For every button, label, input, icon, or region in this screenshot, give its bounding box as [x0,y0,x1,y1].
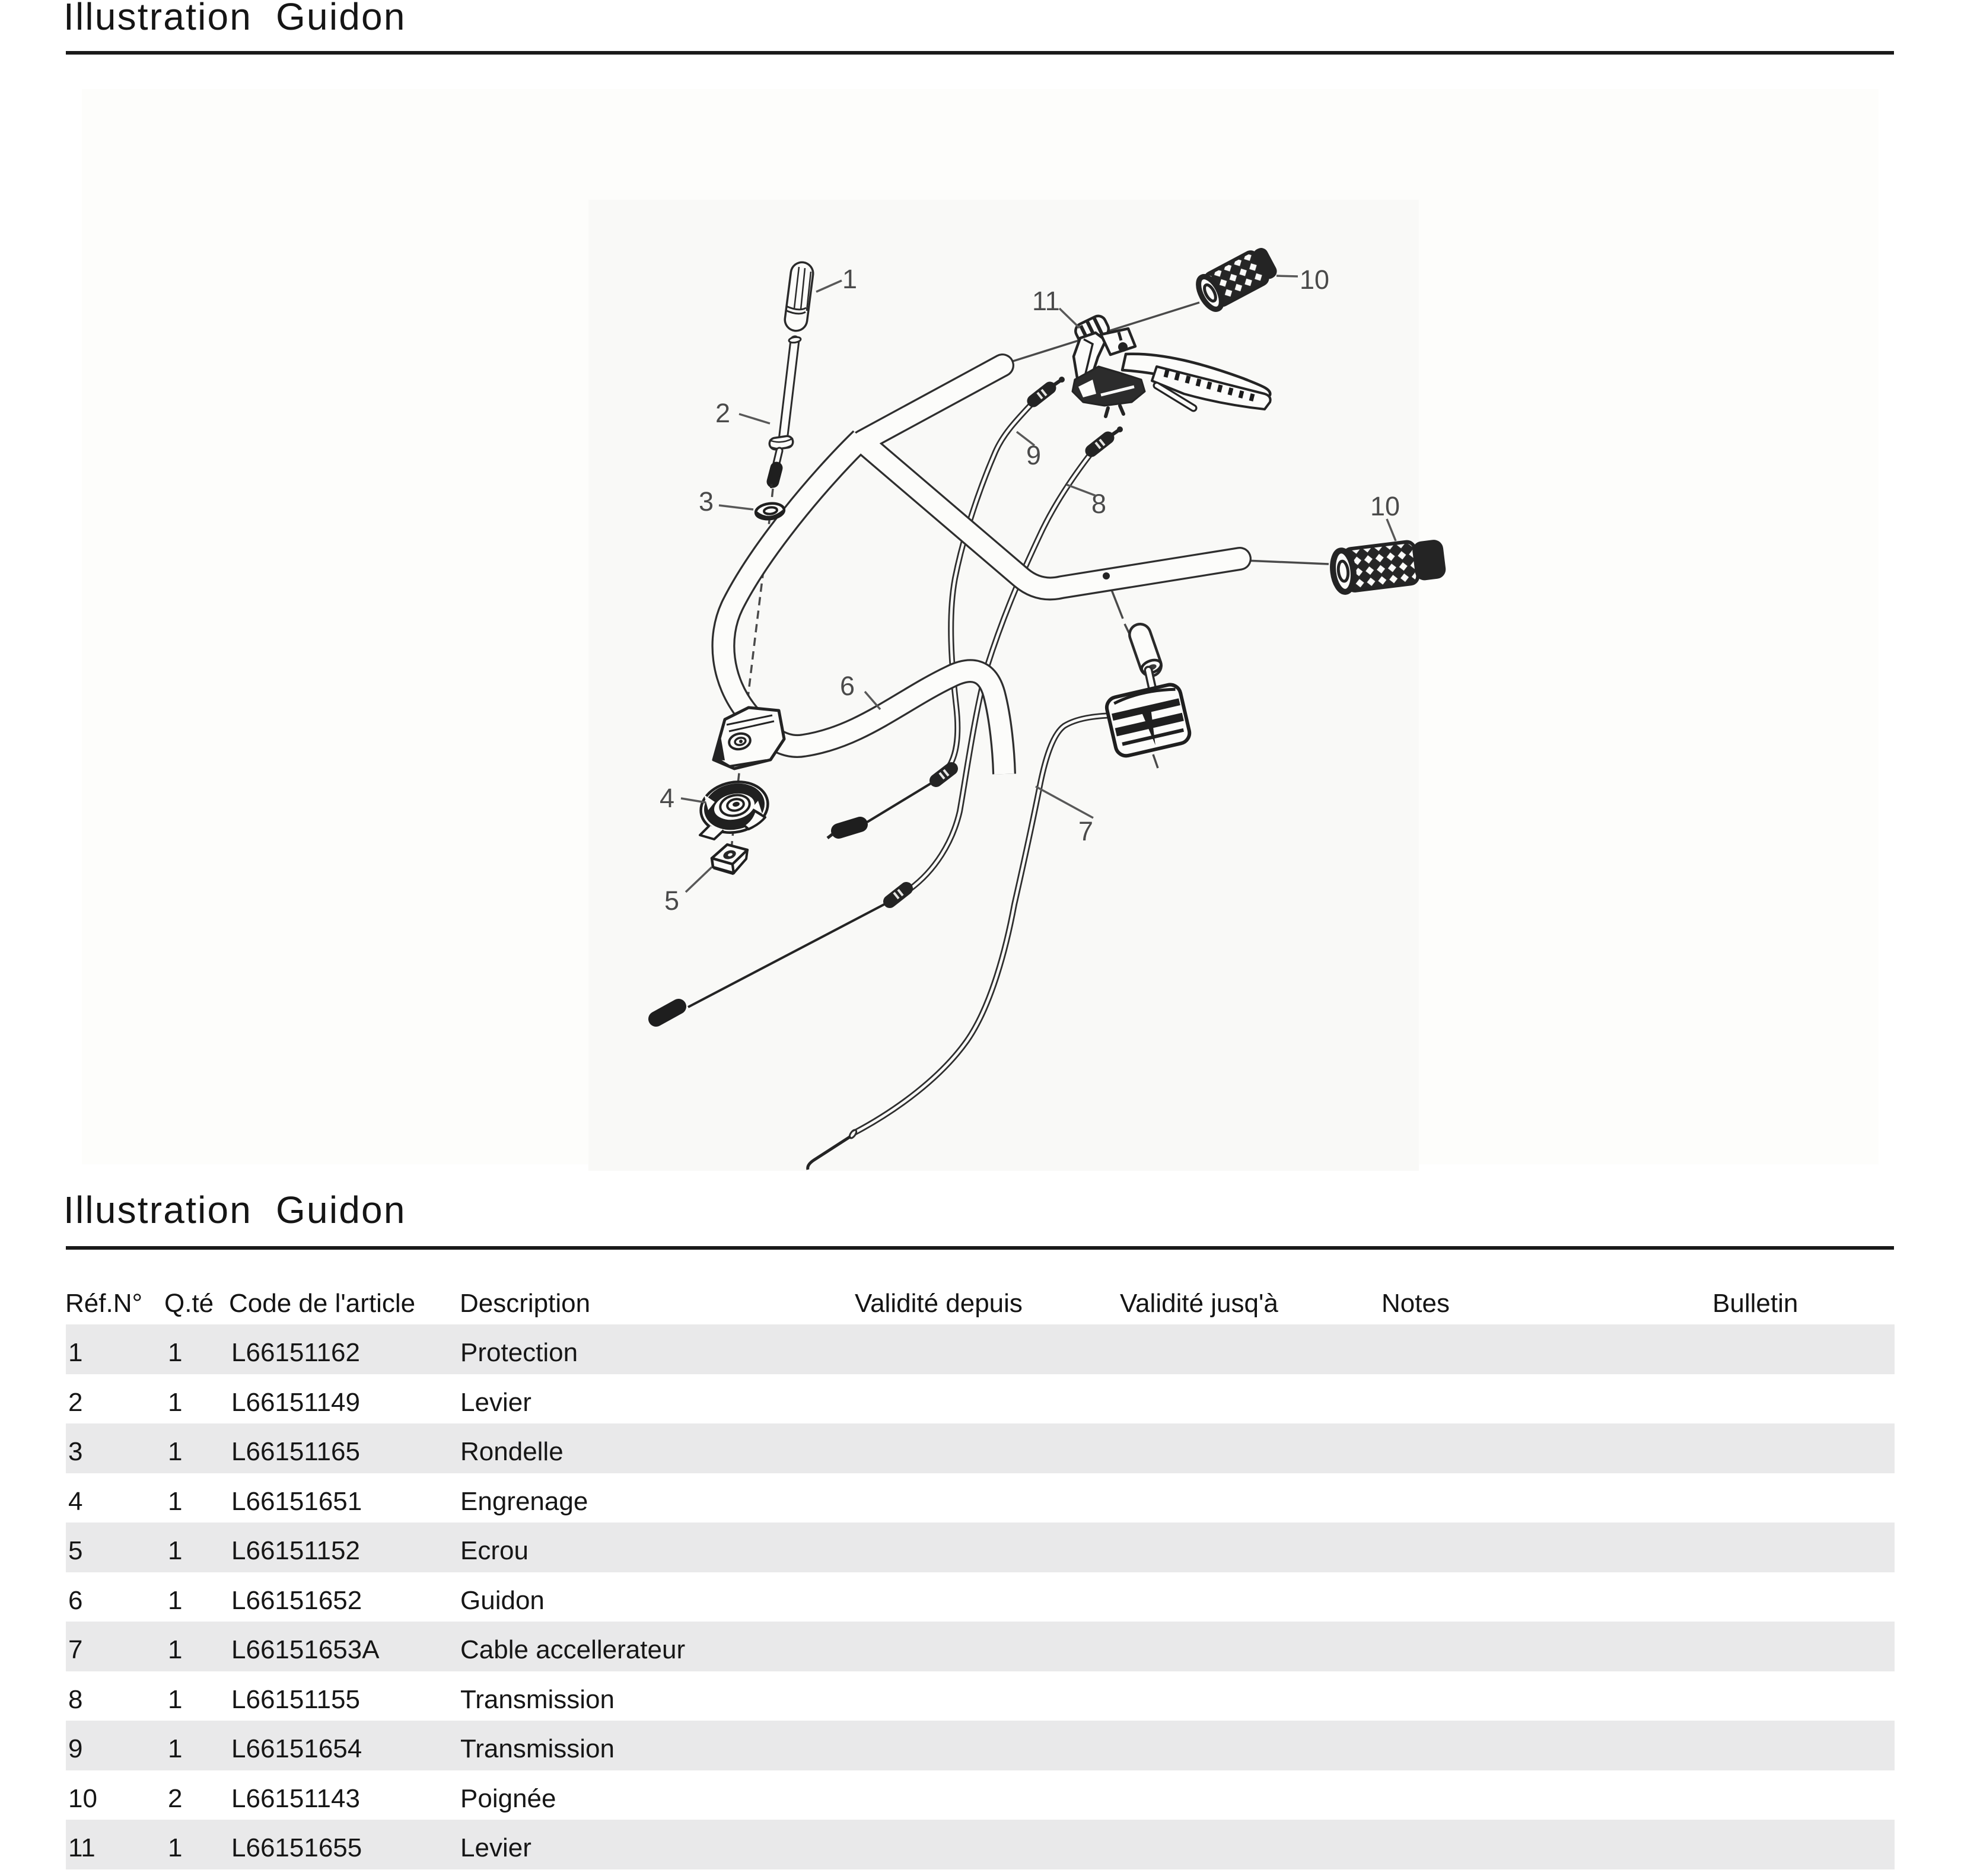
svg-text:3: 3 [699,486,714,517]
svg-text:5: 5 [664,886,679,916]
svg-text:10: 10 [1300,265,1329,295]
svg-text:7: 7 [1078,816,1093,846]
svg-text:8: 8 [1091,489,1106,519]
svg-text:4: 4 [660,783,674,813]
svg-text:6: 6 [840,671,855,701]
svg-text:10: 10 [1370,491,1400,521]
svg-text:11: 11 [1032,286,1060,316]
svg-text:1: 1 [842,264,857,294]
svg-text:2: 2 [715,398,730,428]
